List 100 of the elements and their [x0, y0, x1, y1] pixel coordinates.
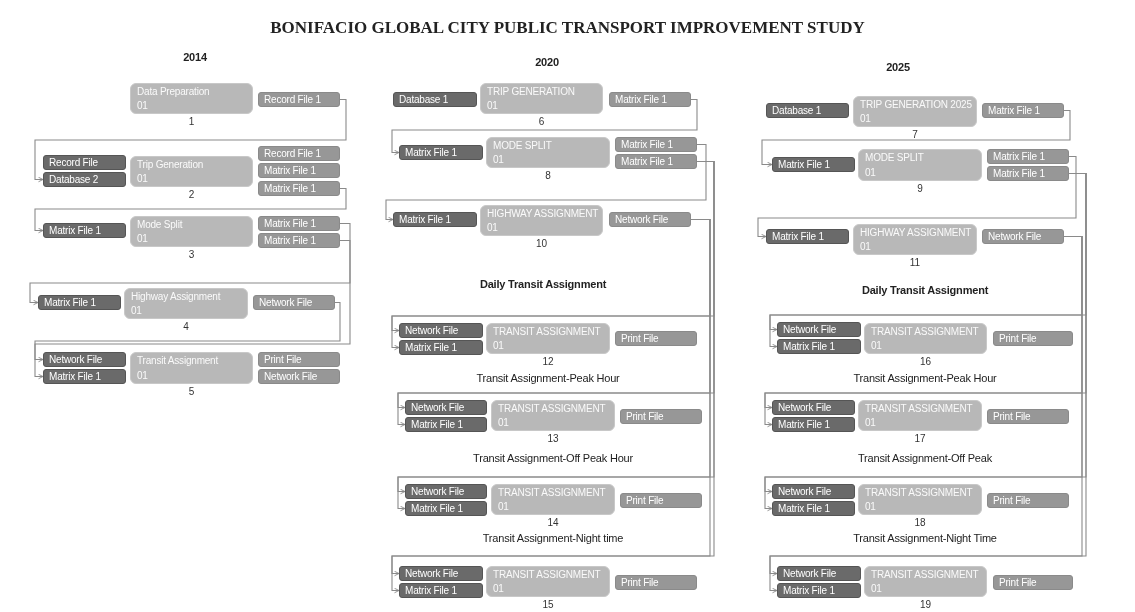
- output-file-box: Matrix File 1: [609, 92, 691, 107]
- subtitle: Transit Assignment-Night Time: [853, 532, 997, 545]
- output-file-box: Network File: [982, 229, 1064, 244]
- process-name: MODE SPLIT: [865, 151, 925, 164]
- process-code: 01: [498, 500, 510, 513]
- process-name: HIGHWAY ASSIGNMENT: [860, 226, 970, 239]
- process-name: TRIP GENERATION: [487, 85, 576, 98]
- input-file-box: Matrix File 1: [399, 583, 483, 598]
- process-name: TRANSIT ASSIGNMENT: [871, 325, 980, 338]
- process-box: [491, 484, 615, 515]
- process-name: TRANSIT ASSIGNMENT: [498, 486, 607, 499]
- step-number: 3: [188, 249, 195, 261]
- section-heading: Daily Transit Assignment: [861, 284, 989, 297]
- connector-arrow: [34, 301, 341, 363]
- process-box: [858, 400, 982, 431]
- input-file-box: Network File: [772, 484, 855, 499]
- connector-arrow: [769, 235, 1083, 577]
- input-file-box: Database 1: [393, 92, 477, 107]
- input-file-box: Matrix File 1: [777, 583, 861, 598]
- year-heading: 2020: [535, 56, 559, 69]
- process-name: Highway Assignment: [131, 290, 222, 303]
- connector-arrow: [761, 109, 1071, 168]
- input-file-box: Matrix File 1: [399, 145, 483, 160]
- process-name: TRANSIT ASSIGNMENT: [865, 486, 974, 499]
- connector-arrow: [34, 98, 347, 183]
- year-heading: 2025: [886, 61, 910, 74]
- connector-arrow: [34, 239, 351, 380]
- process-code: 01: [137, 369, 149, 382]
- process-code: 01: [487, 221, 499, 234]
- process-name: Trip Generation: [137, 158, 205, 171]
- output-file-box: Matrix File 1: [615, 154, 697, 169]
- output-file-box: Matrix File 1: [258, 233, 340, 248]
- process-code: 01: [871, 339, 883, 352]
- process-name: MODE SPLIT: [493, 139, 553, 152]
- step-number: 11: [909, 257, 921, 269]
- output-file-box: Matrix File 1: [258, 216, 340, 231]
- output-file-box: Matrix File 1: [615, 137, 697, 152]
- output-file-box: Matrix File 1: [258, 181, 340, 196]
- output-file-box: Matrix File 1: [987, 149, 1069, 164]
- subtitle: Transit Assignment-Night time: [482, 532, 624, 545]
- process-name: TRANSIT ASSIGNMENT: [493, 325, 602, 338]
- process-box: [486, 137, 610, 168]
- subtitle: Transit Assignment-Peak Hour: [476, 372, 620, 385]
- step-number: 7: [912, 129, 918, 141]
- input-file-box: Network File: [405, 484, 487, 499]
- process-code: 01: [865, 416, 877, 429]
- output-file-box: Matrix File 1: [987, 166, 1069, 181]
- input-file-box: Network File: [399, 323, 483, 338]
- process-box: [130, 352, 253, 384]
- output-file-box: Print File: [993, 575, 1073, 590]
- input-file-box: Record File: [43, 155, 126, 170]
- step-number: 14: [547, 517, 559, 529]
- process-box: [864, 566, 987, 597]
- process-code: 01: [865, 166, 877, 179]
- step-number: 8: [545, 170, 551, 182]
- step-number: 18: [914, 517, 926, 529]
- output-file-box: Network File: [609, 212, 691, 227]
- output-file-box: Print File: [620, 493, 702, 508]
- process-code: 01: [137, 99, 149, 112]
- process-box: [858, 149, 982, 181]
- process-name: TRANSIT ASSIGNMENT: [865, 402, 974, 415]
- step-number: 5: [188, 386, 195, 398]
- input-file-box: Matrix File 1: [393, 212, 477, 227]
- input-file-box: Network File: [43, 352, 126, 367]
- input-file-box: Matrix File 1: [772, 501, 855, 516]
- connector-arrow: [391, 160, 715, 594]
- output-file-box: Matrix File 1: [258, 163, 340, 178]
- process-code: 01: [860, 240, 872, 253]
- input-file-box: Database 2: [43, 172, 126, 187]
- step-number: 1: [188, 116, 195, 128]
- process-code: 01: [493, 153, 505, 166]
- connector-arrow: [391, 218, 711, 577]
- process-box: [130, 156, 253, 187]
- step-number: 17: [914, 433, 926, 445]
- output-file-box: Print File: [987, 409, 1069, 424]
- connector-arrow: [391, 98, 698, 156]
- step-number: 9: [917, 183, 923, 195]
- year-heading: 2014: [183, 51, 207, 64]
- connector-arrow: [757, 155, 1077, 240]
- process-code: 01: [493, 582, 505, 595]
- step-number: 6: [538, 116, 545, 128]
- process-code: 01: [498, 416, 510, 429]
- input-file-box: Matrix File 1: [405, 501, 487, 516]
- process-box: [858, 484, 982, 515]
- input-file-box: Matrix File 1: [777, 339, 861, 354]
- step-number: 12: [542, 356, 554, 368]
- input-file-box: Matrix File 1: [38, 295, 121, 310]
- output-file-box: Print File: [615, 331, 697, 346]
- process-name: Data Preparation: [137, 85, 211, 98]
- process-name: HIGHWAY ASSIGNMENT: [487, 207, 596, 220]
- step-number: 15: [542, 599, 554, 611]
- process-code: 01: [871, 582, 883, 595]
- process-box: [486, 323, 610, 354]
- process-code: 01: [487, 99, 499, 112]
- input-file-box: Matrix File 1: [766, 229, 849, 244]
- output-file-box: Print File: [258, 352, 340, 367]
- step-number: 10: [535, 238, 548, 250]
- input-file-box: Network File: [405, 400, 487, 415]
- input-file-box: Matrix File 1: [43, 369, 126, 384]
- step-number: 4: [183, 321, 189, 333]
